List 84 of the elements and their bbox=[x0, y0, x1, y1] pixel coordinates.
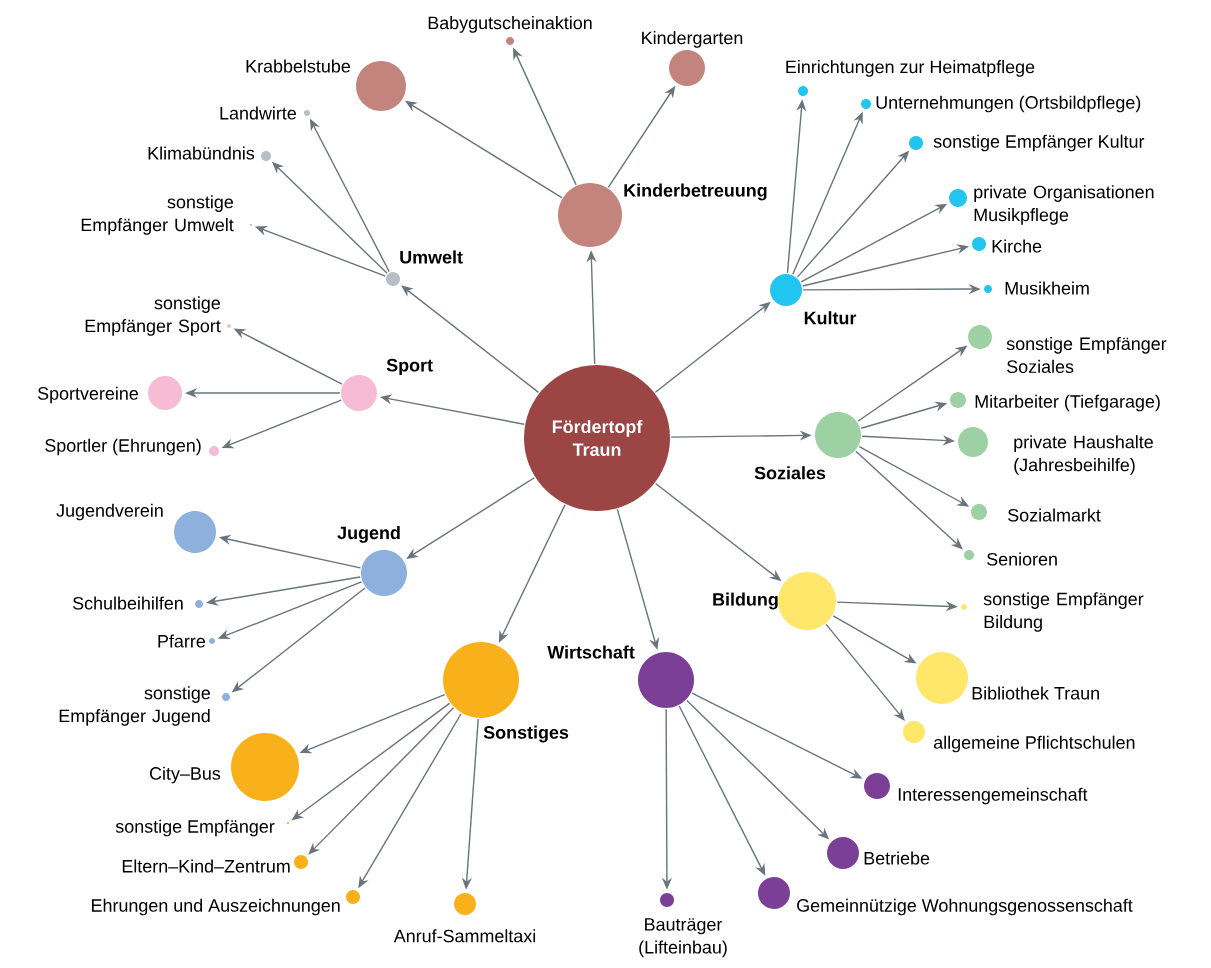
recipient-bubble: sonstige Empfänger Sport bbox=[85, 296, 231, 336]
node-label: Klimabündnis bbox=[148, 146, 255, 160]
recipient-bubble: Musikheim bbox=[984, 281, 1089, 295]
node-label: Musikheim bbox=[1005, 281, 1089, 295]
arrow bbox=[401, 285, 540, 394]
recipient-bubble: Pfarre bbox=[158, 634, 215, 648]
recipient-bubble: Sportler (Ehrungen) bbox=[45, 438, 219, 456]
node-label: Schulbeihilfen bbox=[72, 596, 183, 610]
node-label: Einrichtungen zur Heimatpflege bbox=[786, 60, 1035, 77]
category-bubble: Sport bbox=[341, 358, 433, 411]
node-label: private Haushalte (Jahresbeihilfe) bbox=[1014, 435, 1153, 475]
node-label: Sonstiges bbox=[483, 725, 569, 743]
recipient-bubble: Sportvereine bbox=[37, 376, 182, 410]
recipient-bubble: sonstige Empfänger bbox=[115, 819, 289, 837]
node-label: Babygutscheinaktion bbox=[428, 16, 592, 33]
recipient-bubble: Ehrungen und Auszeichnungen bbox=[92, 890, 360, 916]
node-label: Kirche bbox=[992, 239, 1042, 253]
recipient-bubble: Senioren bbox=[964, 550, 1057, 566]
category-bubble: Wirtschaft bbox=[547, 645, 694, 708]
recipient-bubble: Kindergarten bbox=[642, 31, 743, 86]
recipient-bubble: Bibliothek Traun bbox=[916, 652, 1099, 704]
category-bubble: Soziales bbox=[754, 412, 861, 480]
node-label: Interessengemeinschaft bbox=[898, 787, 1088, 805]
node-label: Wirtschaft bbox=[547, 645, 635, 659]
recipient-bubble: private Organisationen Musikpflege bbox=[949, 185, 1154, 225]
arrow bbox=[308, 707, 455, 855]
node-label: Mitarbeiter (Tiefgarage) bbox=[975, 394, 1160, 412]
node-label: Sport bbox=[386, 358, 433, 376]
node-label: Landwirte bbox=[220, 106, 296, 120]
category-bubble: Bildung bbox=[713, 572, 836, 630]
node-label: Bildung bbox=[713, 592, 778, 610]
recipient-bubble: Betriebe bbox=[827, 837, 930, 869]
node-label: Bibliothek Traun bbox=[972, 686, 1099, 700]
category-bubble: Kultur bbox=[770, 274, 857, 325]
arrow bbox=[406, 477, 536, 559]
node-label: City–Bus bbox=[149, 766, 221, 784]
recipient-bubble: City–Bus bbox=[149, 733, 299, 801]
recipient-bubble: Anruf-Sammeltaxi bbox=[393, 893, 536, 943]
node-label: Sportvereine bbox=[37, 386, 138, 404]
node-label: Bauträger (Lifteinbau) bbox=[639, 918, 727, 958]
recipient-bubble: Sozialmarkt bbox=[971, 504, 1101, 522]
node-label: Sozialmarkt bbox=[1008, 508, 1101, 522]
node-label: Senioren bbox=[987, 552, 1057, 566]
recipient-bubble: private Haushalte (Jahresbeihilfe) bbox=[958, 427, 1153, 475]
node-label: Anruf-Sammeltaxi bbox=[393, 929, 536, 943]
recipient-bubble: sonstige Empfänger Umwelt bbox=[81, 195, 252, 235]
node-label: Jugend bbox=[337, 526, 400, 543]
node-label: allgemeine Pflichtschulen bbox=[933, 735, 1135, 753]
node-label: Ehrungen und Auszeichnungen bbox=[92, 898, 340, 916]
category-bubble: Kinderbetreuung bbox=[558, 183, 767, 247]
recipient-bubble: Landwirte bbox=[220, 106, 310, 120]
node-label: Jugendverein bbox=[56, 503, 163, 521]
recipient-bubble: Babygutscheinaktion bbox=[428, 16, 592, 45]
recipient-bubble: Mitarbeiter (Tiefgarage) bbox=[950, 392, 1160, 412]
node-label: Umwelt bbox=[400, 250, 463, 264]
node-label: Betriebe bbox=[864, 851, 930, 865]
recipient-bubble: Unternehmungen (Ortsbildpflege) bbox=[861, 95, 1141, 113]
node-label: Kultur bbox=[804, 311, 857, 325]
arrow bbox=[825, 623, 905, 721]
recipient-bubble: sonstige Empfänger Kultur bbox=[909, 134, 1145, 152]
recipient-bubble: Schulbeihilfen bbox=[72, 596, 203, 610]
node-label: Krabbelstube bbox=[246, 59, 350, 73]
recipient-bubble: Klimabündnis bbox=[148, 146, 271, 161]
node-label: Soziales bbox=[754, 466, 826, 480]
node-label: Pfarre bbox=[158, 634, 206, 648]
recipient-bubble: sonstige Empfänger Jugend bbox=[59, 686, 230, 726]
recipient-bubble: Gemeinnützige Wohnungsgenossenschaft bbox=[758, 877, 1133, 916]
node-label: Eltern–Kind–Zentrum bbox=[122, 859, 290, 873]
node-label: Kinderbetreuung bbox=[624, 183, 767, 201]
recipient-bubble: Bauträger (Lifteinbau) bbox=[639, 893, 727, 958]
recipient-bubble: Eltern–Kind–Zentrum bbox=[122, 855, 308, 873]
recipient-bubble: Jugendverein bbox=[56, 503, 216, 553]
category-bubble: Umwelt bbox=[386, 250, 463, 286]
category-bubble: Jugend bbox=[337, 526, 407, 596]
recipient-bubble: allgemeine Pflichtschulen bbox=[903, 721, 1135, 753]
recipient-bubble: sonstige Empfänger Soziales bbox=[968, 325, 1167, 374]
node-label: sonstige Empfänger Soziales bbox=[1006, 336, 1167, 374]
center-bubble: Fördertopf Traun bbox=[524, 365, 670, 511]
recipient-bubble: Interessengemeinschaft bbox=[864, 773, 1088, 805]
recipient-bubble: Kirche bbox=[972, 237, 1042, 253]
recipient-bubble: Einrichtungen zur Heimatpflege bbox=[786, 60, 1035, 96]
recipient-bubble: sonstige Empfänger Bildung bbox=[961, 592, 1144, 632]
node-label: Kindergarten bbox=[642, 31, 743, 48]
node-label: Gemeinnützige Wohnungsgenossenschaft bbox=[797, 898, 1133, 916]
